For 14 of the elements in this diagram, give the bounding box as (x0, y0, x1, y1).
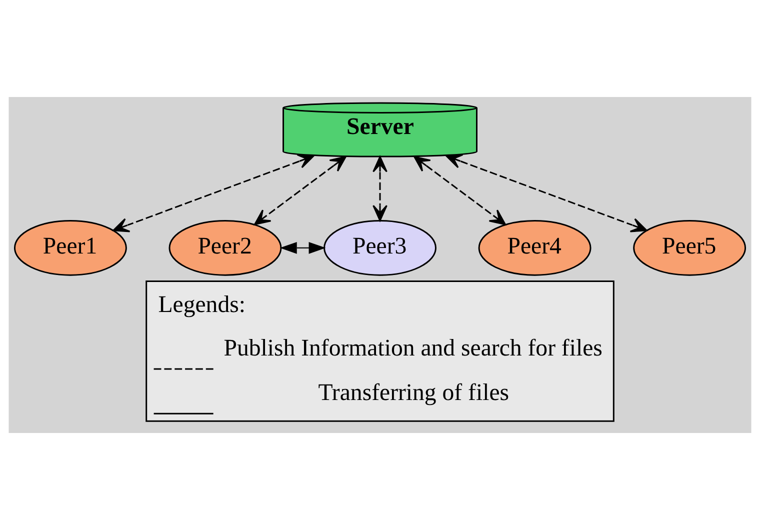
node-ellipse: Peer5 (633, 219, 746, 276)
node-ellipse: Peer1 (14, 219, 127, 276)
arrow (254, 156, 346, 225)
arrow (372, 156, 388, 221)
legend-label: Publish Information and search for files (224, 334, 602, 361)
arrow (112, 154, 314, 232)
node-ellipse: Peer4 (478, 219, 592, 276)
legend-label: Transferring of files (318, 379, 510, 406)
node-ellipse: Peer3 (324, 219, 436, 276)
arrow (446, 154, 648, 232)
arrow (414, 156, 506, 225)
node-ellipse: Peer2 (168, 219, 282, 276)
arrow (280, 241, 326, 254)
label: Legends: (158, 292, 246, 318)
